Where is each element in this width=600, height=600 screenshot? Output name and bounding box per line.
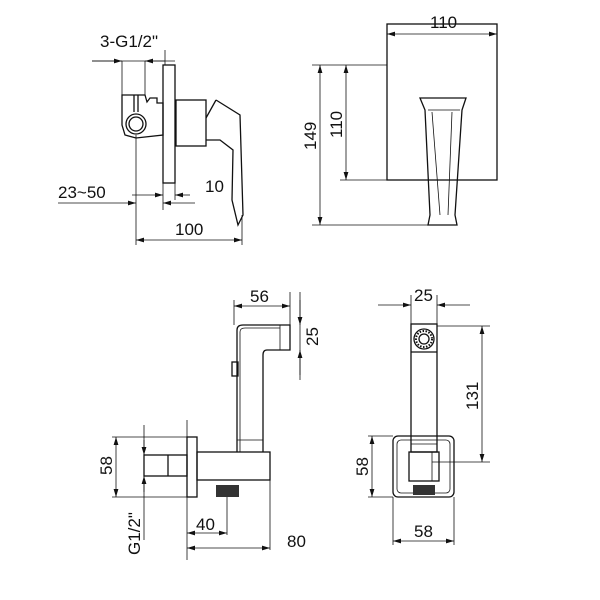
head-width-label: 25 — [414, 286, 433, 305]
plate-height-side-label: 58 — [97, 456, 116, 475]
plate-thickness-label: 10 — [205, 177, 224, 196]
holder-height-label: 131 — [463, 382, 482, 410]
plate-width-label: 58 — [414, 522, 433, 541]
side-depth-label: 80 — [287, 532, 306, 551]
outer-height-label: 149 — [301, 122, 320, 150]
valve-front-view: 110 149 110 — [301, 13, 498, 226]
valve-side-view: 3-G1/2" 23~50 10 100 — [58, 32, 244, 245]
outlet-offset-label: 40 — [196, 515, 215, 534]
head-height-label: 25 — [303, 327, 322, 346]
wall-range-label: 23~50 — [58, 183, 106, 202]
depth-label: 100 — [175, 220, 203, 239]
bidet-side-view: 56 25 58 G1/2" 40 80 — [97, 287, 322, 560]
bidet-front-view: 25 131 58 58 — [353, 286, 490, 545]
thread-label: 3-G1/2" — [100, 32, 158, 51]
head-length-label: 56 — [250, 287, 269, 306]
front-width-label: 110 — [430, 13, 457, 32]
thread-size-label: G1/2" — [125, 512, 144, 555]
plate-height-front-label: 58 — [353, 457, 372, 476]
plate-height-label: 110 — [327, 111, 346, 138]
